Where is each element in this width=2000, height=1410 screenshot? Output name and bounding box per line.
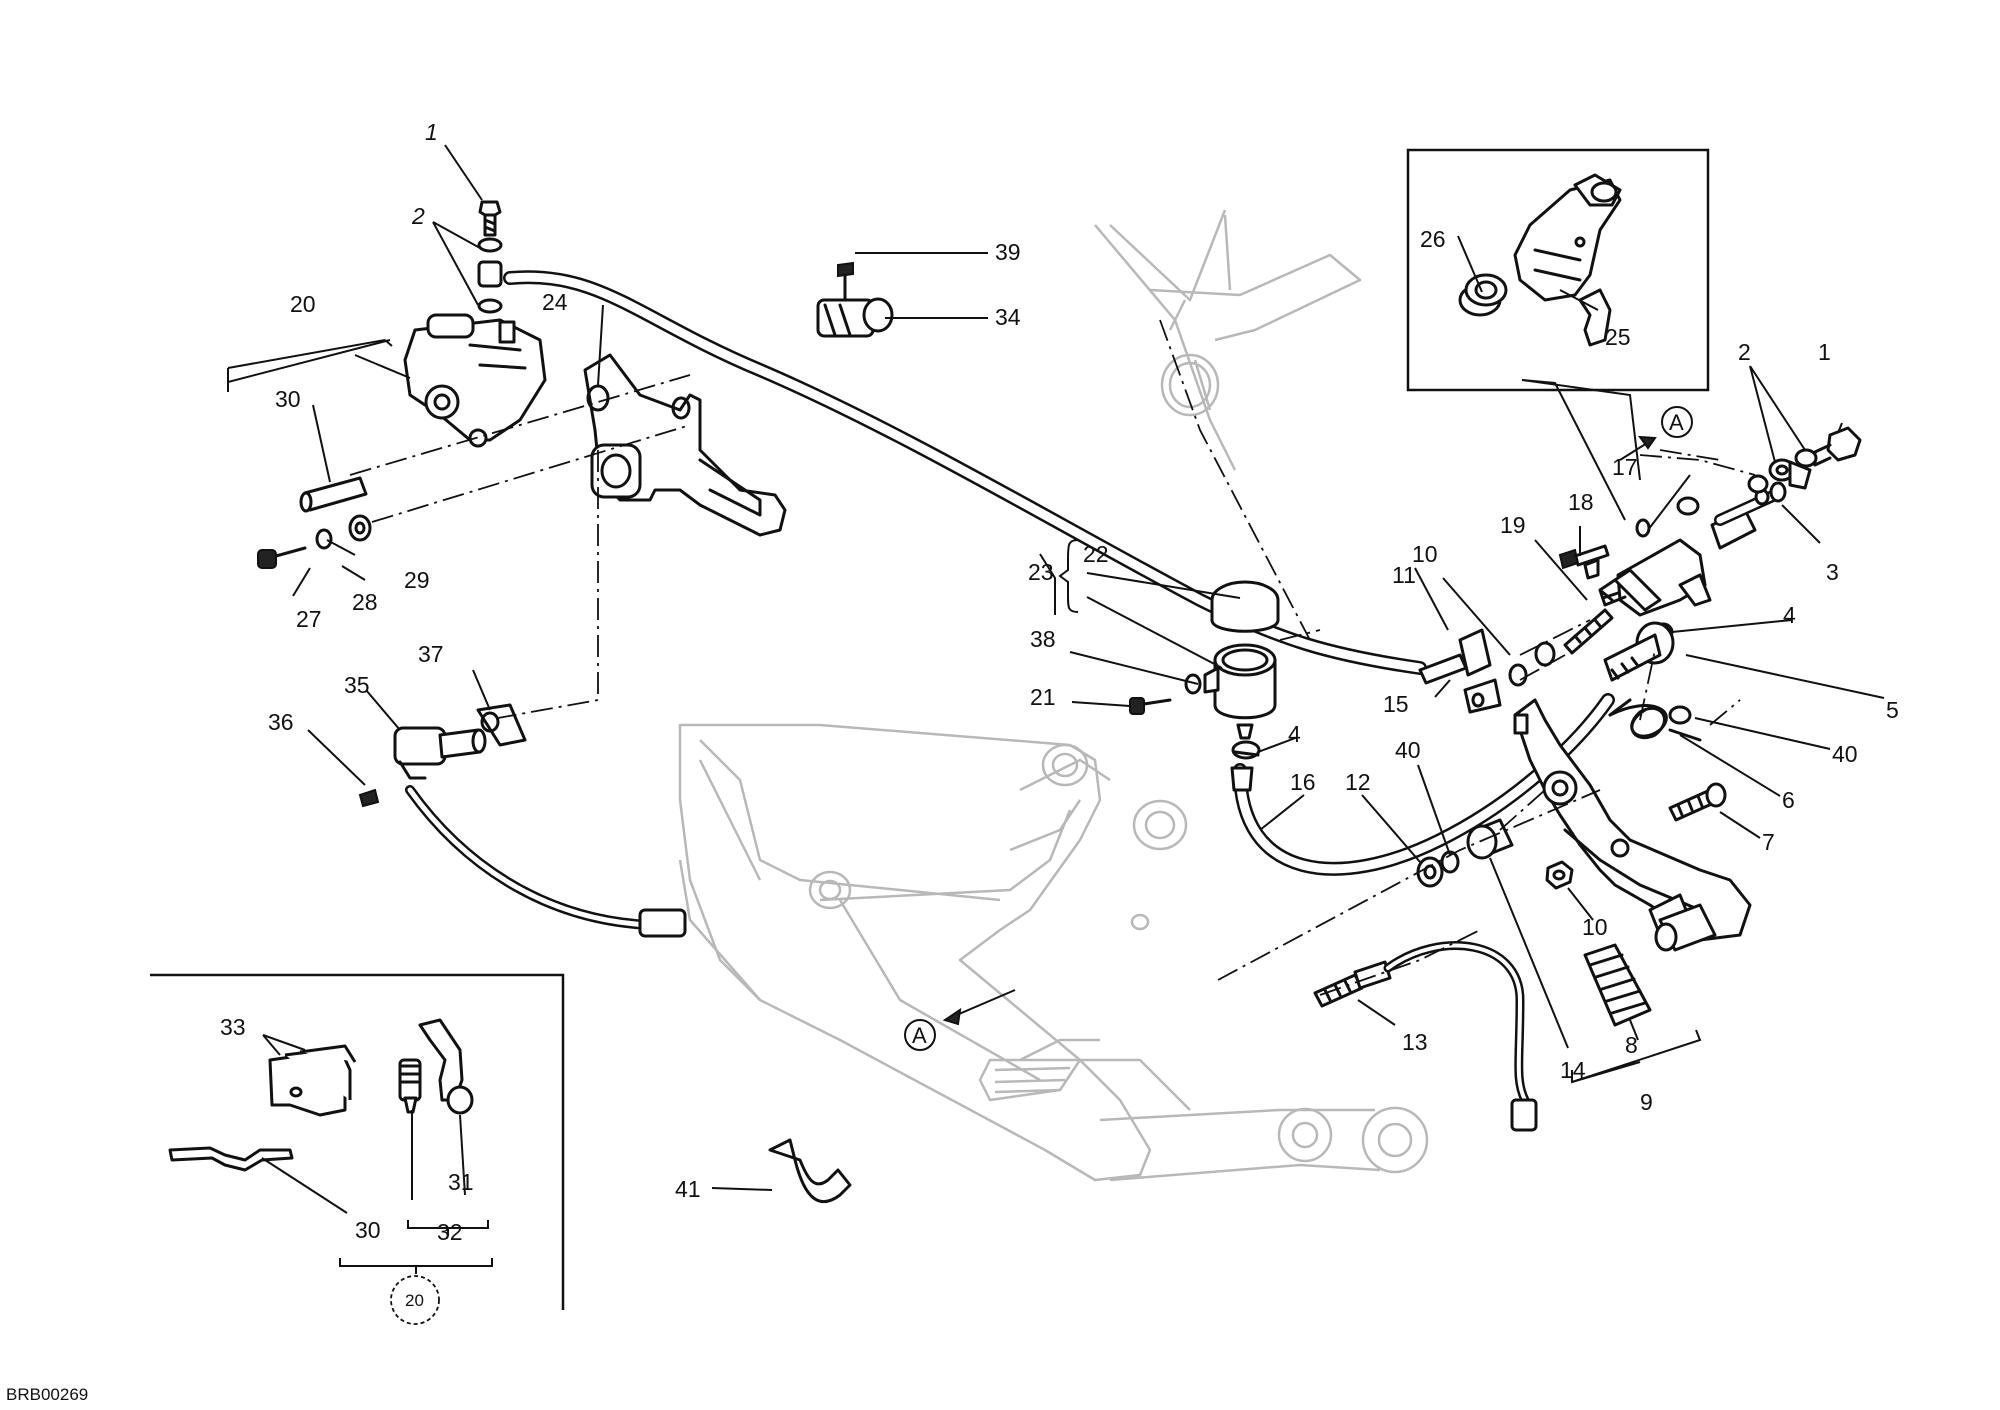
brake-hose — [503, 270, 1427, 675]
section-marker-a-bottom: A — [912, 1023, 927, 1048]
callout-31-pin: 31 — [448, 1169, 474, 1195]
callout-11-fitting: 11 — [1392, 562, 1416, 588]
callout-40-washer-right: 40 — [1832, 741, 1858, 767]
callout-9-pedal: 9 — [1640, 1089, 1653, 1115]
reservoir-hose-16 — [1230, 693, 1615, 876]
washer-40-top — [1668, 705, 1692, 725]
callout-1-bolt: 1 — [425, 119, 438, 145]
bracket-labels-inset — [339, 1220, 493, 1274]
inset-border-pads — [150, 973, 565, 1310]
banjo-fitting — [1418, 628, 1528, 714]
hose-clamp-4 — [1231, 740, 1261, 760]
callout-22-cap: 22 — [1083, 541, 1109, 567]
callout-17-master-cylinder: 17 — [1612, 454, 1638, 480]
callout-labels: 1 2 20 30 24 27 28 29 35 36 37 39 34 26 … — [220, 119, 1899, 1310]
callout-27-screw: 27 — [296, 606, 322, 632]
caliper-bracket — [583, 353, 787, 537]
brace-23 — [1058, 539, 1079, 613]
footrest-bracket-ghost — [678, 723, 1429, 1182]
callout-10-nut-bottom: 10 — [1582, 914, 1608, 940]
callout-5-pivot-bolt: 5 — [1886, 697, 1899, 723]
fluid-reservoir — [1203, 580, 1280, 740]
rear-brake-caliper — [403, 313, 547, 448]
callout-39-screw: 39 — [995, 239, 1021, 265]
callout-24-bracket: 24 — [542, 289, 568, 315]
callout-2-washer-right: 2 — [1738, 339, 1751, 365]
push-rod-19 — [1534, 608, 1614, 667]
pad-pin-31 — [398, 1018, 474, 1115]
callout-1-bolt-right: 1 — [1818, 339, 1831, 365]
reservoir-screws-21-38 — [1129, 673, 1202, 715]
callout-leaders — [227, 144, 1885, 1214]
callout-4-clip: 4 — [1783, 602, 1796, 628]
caliper-pin-30 — [299, 476, 368, 513]
caliper-screws-27-28-29 — [257, 514, 372, 569]
callout-40-washer-left: 40 — [1395, 737, 1421, 763]
callout-23-reservoir: 23 — [1028, 559, 1054, 585]
inset-master-cylinder — [1513, 173, 1622, 302]
callout-21-screw: 21 — [1030, 684, 1056, 710]
callout-38-washer: 38 — [1030, 626, 1056, 652]
callout-14-bushing: 14 — [1560, 1057, 1586, 1083]
callout-34-pickup: 34 — [995, 304, 1021, 330]
callout-6-spring: 6 — [1782, 787, 1795, 813]
callout-41-strap: 41 — [675, 1176, 701, 1202]
callout-32-kit: 32 — [437, 1219, 463, 1245]
bolt-18 — [1558, 544, 1610, 570]
section-arrow-a-top — [1619, 406, 1693, 461]
nut-10-bottom — [1545, 860, 1574, 890]
callout-35-sensor: 35 — [344, 672, 370, 698]
frame-ghost-outline — [1094, 209, 1362, 471]
banjo-bolt-1-right — [1747, 426, 1862, 494]
section-marker-a-top: A — [1669, 410, 1684, 435]
callout-30-pin: 30 — [275, 386, 301, 412]
inset-seal-26 — [1458, 273, 1508, 317]
pedal-bolt-7 — [1668, 782, 1727, 822]
callout-25-fitting: 25 — [1605, 324, 1631, 350]
bracket-20 — [227, 339, 391, 392]
callout-2-washer: 2 — [411, 203, 425, 229]
callout-8-boot: 8 — [1625, 1032, 1638, 1058]
cable-strap-41 — [768, 1138, 852, 1204]
callout-15-clevis: 15 — [1383, 691, 1409, 717]
brake-light-switch-13 — [1313, 941, 1538, 1132]
brake-pads-33 — [268, 1044, 357, 1117]
pad-spring-30 — [168, 1146, 294, 1172]
callout-37-washer: 37 — [418, 641, 444, 667]
rubber-boot-8 — [1583, 943, 1652, 1027]
callout-18-bolt: 18 — [1568, 489, 1594, 515]
reference-code: BRB00269 — [6, 1385, 88, 1404]
callout-29-spacer: 29 — [404, 567, 430, 593]
callout-33-pads: 33 — [220, 1014, 246, 1040]
group-20-marker-label: 20 — [405, 1291, 424, 1310]
callout-4-clamp: 4 — [1288, 721, 1301, 747]
pickup-sensor — [816, 261, 894, 338]
callout-28-washer: 28 — [352, 589, 378, 615]
pedal-peg — [1654, 903, 1717, 952]
caliper-bolt-1 — [477, 200, 503, 314]
callout-20-caliper: 20 — [290, 291, 316, 317]
callout-3-hose: 3 — [1826, 559, 1839, 585]
callout-30-spring: 30 — [355, 1217, 381, 1243]
return-spring-6 — [1608, 698, 1702, 742]
section-arrow-a-bottom — [904, 989, 1016, 1051]
callout-12-washer: 12 — [1345, 769, 1371, 795]
callout-10-nut: 10 — [1412, 541, 1438, 567]
brake-pedal — [1513, 698, 1752, 942]
speed-sensor-35 — [358, 726, 687, 938]
callout-19-rod: 19 — [1500, 512, 1526, 538]
alignment-lines — [349, 290, 1756, 996]
callout-16-hose: 16 — [1290, 769, 1316, 795]
hose-fitting-3 — [1714, 481, 1787, 526]
callout-7-bolt: 7 — [1762, 829, 1775, 855]
callout-36-screw: 36 — [268, 709, 294, 735]
master-cylinder — [1583, 496, 1757, 617]
group-20-circle — [390, 1275, 440, 1325]
pivot-bolt-5 — [1603, 621, 1675, 682]
callout-26-seal: 26 — [1420, 226, 1446, 252]
callout-13-switch: 13 — [1402, 1029, 1428, 1055]
